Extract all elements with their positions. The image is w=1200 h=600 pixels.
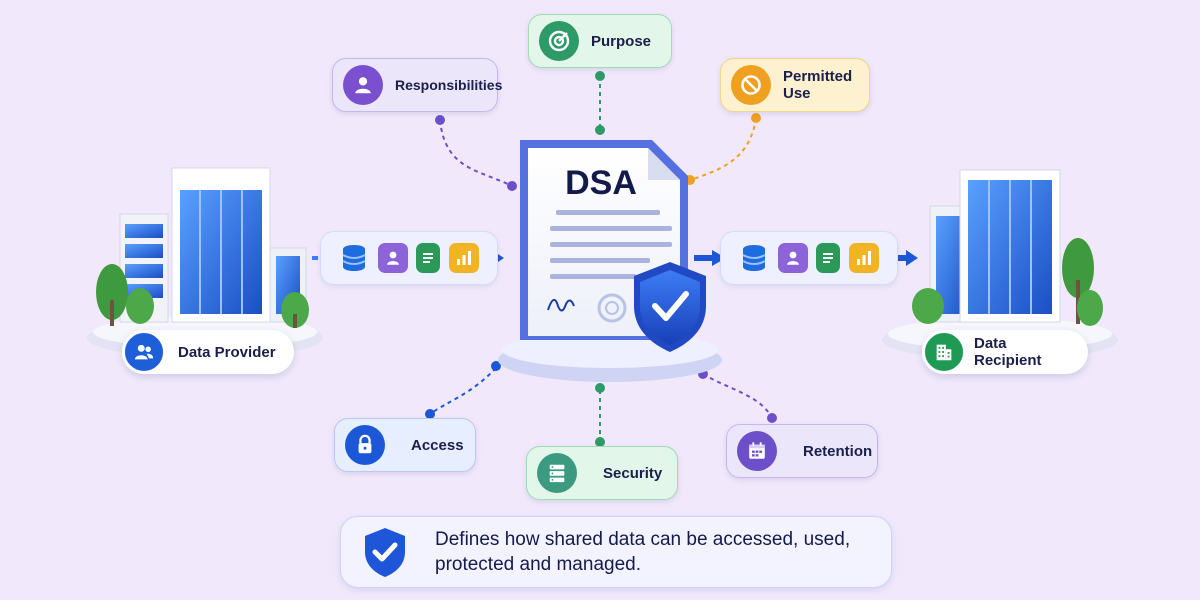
attribute-responsibilities: Responsibilities xyxy=(332,58,502,112)
data-recipient-label: Data Recipient xyxy=(922,330,1088,374)
data-provider-label: Data Provider xyxy=(122,330,294,374)
connector-dots xyxy=(425,71,777,447)
summary-callout: Defines how shared data can be accessed,… xyxy=(340,516,892,588)
building-icon xyxy=(922,330,966,374)
security-label: Security xyxy=(603,464,663,482)
calendar-icon xyxy=(737,431,777,471)
shield-check-icon xyxy=(365,528,405,577)
prohibited-icon xyxy=(731,65,771,105)
dsa-title: DSA xyxy=(565,164,637,202)
access-label: Access xyxy=(411,436,464,454)
spreadsheet-icon xyxy=(816,243,841,273)
database-icon xyxy=(739,243,769,273)
lock-icon xyxy=(345,425,385,465)
user-icon xyxy=(343,65,383,105)
database-icon xyxy=(339,243,369,273)
outgoing-data-strip xyxy=(320,231,498,285)
spreadsheet-icon xyxy=(416,243,441,273)
chart-icon xyxy=(848,243,879,273)
chart-icon xyxy=(448,243,479,273)
responsibilities-label: Responsibilities xyxy=(395,76,503,93)
data-recipient-text: Data Recipient xyxy=(974,335,1042,369)
summary-text: Defines how shared data can be accessed,… xyxy=(435,529,851,575)
server-icon xyxy=(537,453,577,493)
users-icon xyxy=(122,330,166,374)
attribute-security: Security xyxy=(526,446,678,500)
shield-check-icon xyxy=(634,262,706,352)
incoming-data-strip xyxy=(720,231,898,285)
data-provider-text: Data Provider xyxy=(178,343,276,361)
retention-label: Retention xyxy=(803,442,873,460)
purpose-label: Purpose xyxy=(591,32,652,50)
attribute-permitted-use: Permitted Use xyxy=(720,58,870,112)
connectors xyxy=(429,76,773,442)
attribute-retention: Retention xyxy=(726,424,878,478)
permitted-use-label: Permitted Use xyxy=(783,68,853,102)
attribute-access: Access xyxy=(334,418,476,472)
attribute-purpose: Purpose xyxy=(528,14,672,68)
profile-icon xyxy=(777,243,808,273)
profile-icon xyxy=(377,243,408,273)
target-icon xyxy=(539,21,579,61)
